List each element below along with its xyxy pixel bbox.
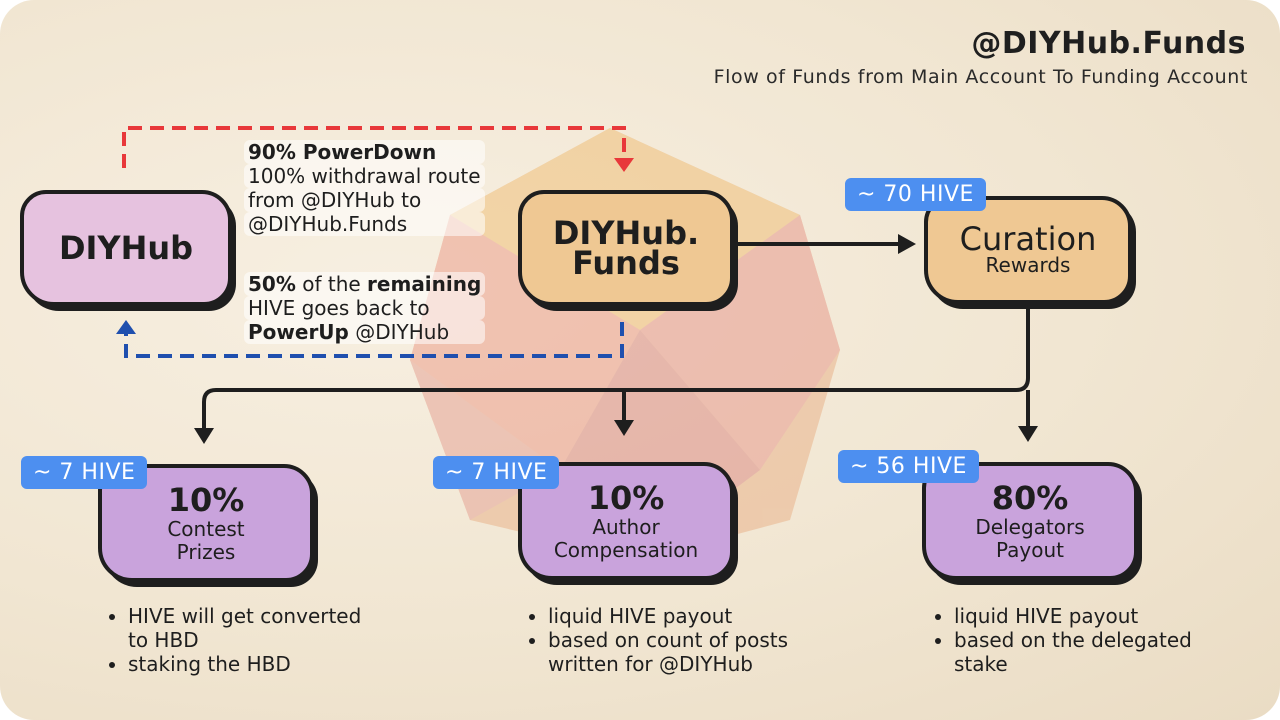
author-pct: 10%: [587, 479, 665, 517]
list-item: staking the HBD: [128, 652, 368, 676]
powerup-mid: of the: [295, 272, 368, 296]
page-subtitle: Flow of Funds from Main Account To Fundi…: [713, 66, 1248, 88]
node-author-compensation: 10% Author Compensation: [518, 462, 734, 580]
powerup-arrowhead: [116, 320, 136, 334]
list-item: liquid HIVE payout: [954, 604, 1194, 628]
powerup-pct: 50%: [248, 272, 296, 296]
badge-delegators: ~ 56 HIVE: [838, 450, 979, 483]
node-funds-line1: DIYHub.: [552, 214, 700, 252]
contest-bullets: HIVE will get converted to HBD staking t…: [106, 604, 368, 676]
list-item: based on the delegated stake: [954, 628, 1194, 676]
author-line2: Compensation: [553, 538, 699, 562]
powerup-account: @DIYHub: [348, 320, 450, 344]
contest-arrowhead: [194, 428, 214, 444]
badge-curation: ~ 70 HIVE: [845, 178, 986, 211]
powerdown-title: 90% PowerDown: [244, 140, 485, 164]
node-diyhub: DIYHub: [20, 190, 232, 306]
contest-pct: 10%: [167, 481, 245, 519]
contest-line1: Contest: [167, 517, 245, 541]
node-curation-title: Curation: [959, 219, 1097, 258]
powerdown-route-arrow: [122, 126, 626, 168]
delegators-line1: Delegators: [975, 515, 1085, 539]
list-item: liquid HIVE payout: [548, 604, 848, 628]
contest-line2: Prizes: [176, 540, 236, 564]
powerup-bold: PowerUp: [248, 320, 349, 344]
page-title: @DIYHub.Funds: [971, 26, 1246, 61]
powerdown-arrowhead: [614, 158, 634, 172]
node-funds-line2: Funds: [572, 244, 680, 282]
powerdown-line1: 100% withdrawal route: [244, 164, 485, 188]
curation-arrowhead: [898, 234, 916, 254]
author-bullets: liquid HIVE payout based on count of pos…: [526, 604, 848, 676]
node-curation-rewards: Curation Rewards: [924, 196, 1132, 304]
delegators-line2: Payout: [995, 538, 1064, 562]
delegators-arrowhead: [1018, 426, 1038, 442]
powerdown-note: 90% PowerDown 100% withdrawal route from…: [244, 140, 485, 236]
list-item: based on count of posts written for @DIY…: [548, 628, 848, 676]
node-curation-sub: Rewards: [985, 252, 1071, 277]
split-arrow-main: [202, 306, 1030, 430]
list-item: HIVE will get converted to HBD: [128, 604, 368, 652]
powerup-route-arrow: [124, 322, 624, 358]
author-arrowhead: [614, 420, 634, 436]
powerdown-line2: from @DIYHub to: [244, 188, 485, 212]
powerup-line2: HIVE goes back to: [244, 296, 486, 320]
node-diyhub-funds: DIYHub. Funds: [518, 190, 734, 306]
powerup-remaining: remaining: [367, 272, 482, 296]
badge-author: ~ 7 HIVE: [433, 456, 560, 489]
delegators-pct: 80%: [991, 479, 1069, 517]
node-delegators-payout: 80% Delegators Payout: [922, 462, 1138, 580]
author-line1: Author: [592, 515, 660, 539]
node-diyhub-label: DIYHub: [58, 229, 194, 267]
badge-contest: ~ 7 HIVE: [21, 456, 148, 489]
powerdown-line3: @DIYHub.Funds: [244, 212, 485, 236]
delegators-bullets: liquid HIVE payout based on the delegate…: [932, 604, 1194, 676]
powerup-note: 50% of the remaining HIVE goes back to P…: [244, 272, 486, 344]
